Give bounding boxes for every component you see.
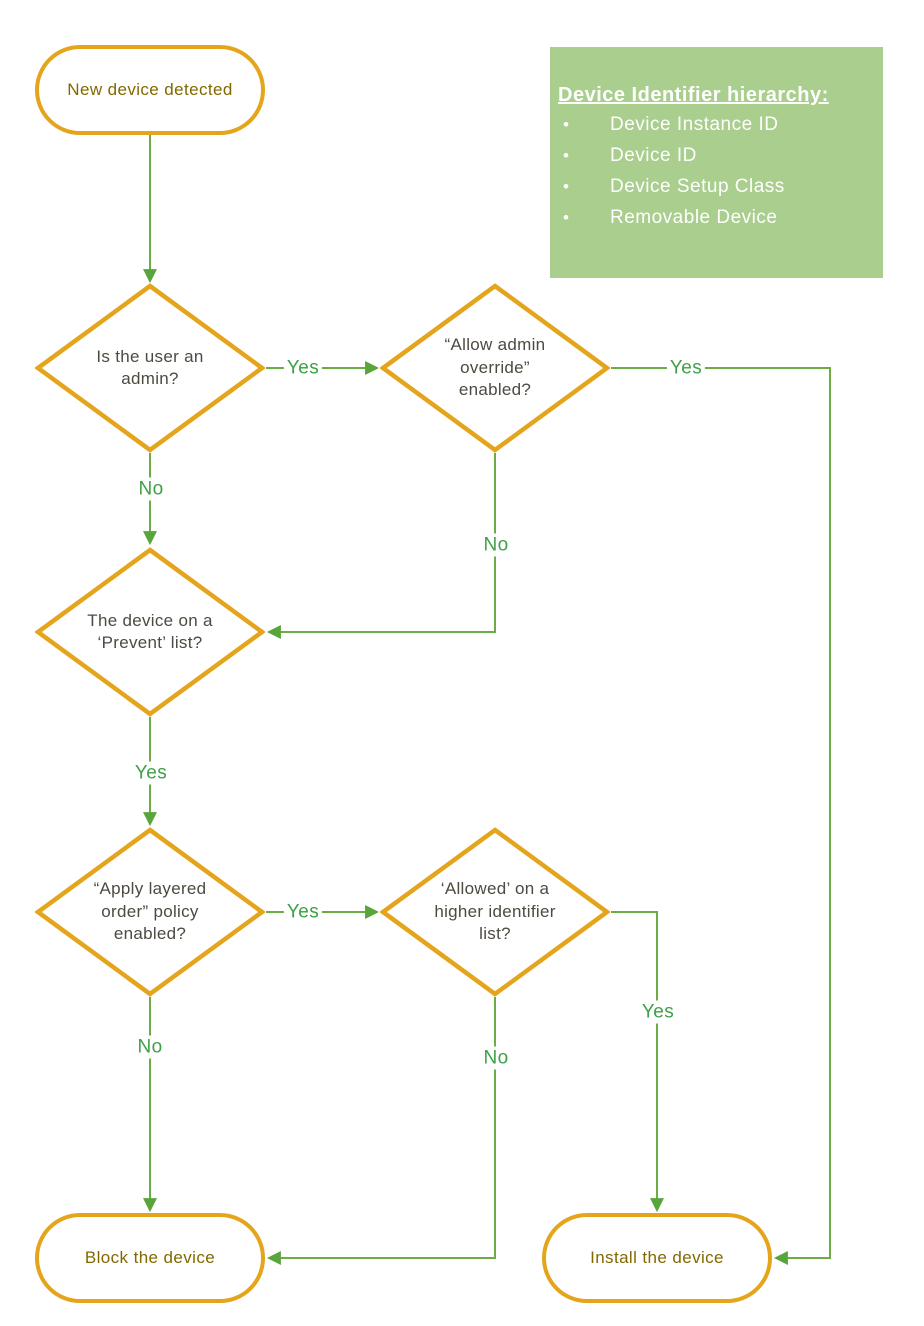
node-label: New device detected (67, 80, 233, 99)
legend-item-device-setup-class: • Device Setup Class (558, 176, 875, 207)
legend-item-label: Removable Device (610, 207, 778, 228)
edge-label-admin-yes: Yes (283, 356, 323, 380)
bullet-icon: • (563, 146, 570, 165)
legend-item-label: Device Instance ID (610, 114, 779, 135)
bullet-icon: • (563, 177, 570, 196)
edge-higher-no-to-block (266, 997, 496, 1265)
node-decision-is-user-admin: Is the user an admin? (35, 283, 265, 453)
edge-label-admin-no: No (135, 477, 167, 501)
edge-label-prevent-yes: Yes (131, 761, 171, 785)
node-label: The device on a ‘Prevent’ list? (87, 610, 213, 652)
diamond-shape (35, 547, 265, 717)
legend-item-label: Device Setup Class (610, 176, 785, 197)
diamond-shape (35, 283, 265, 453)
node-decision-higher-identifier-list: ‘Allowed’ on a higher identifier list? (380, 827, 610, 997)
edge-label-layered-no: No (134, 1035, 166, 1059)
edge-label-layered-yes: Yes (283, 900, 323, 924)
edge-label-override-no: No (480, 533, 512, 557)
node-label: “Allow admin override” enabled? (444, 335, 546, 400)
node-start-new-device-detected: New device detected (35, 45, 265, 135)
edge-label-higher-no: No (480, 1046, 512, 1070)
node-end-install-the-device: Install the device (542, 1213, 772, 1303)
bullet-icon: • (563, 208, 570, 227)
legend-item-label: Device ID (610, 145, 697, 166)
device-identifier-hierarchy-legend: Device Identifier hierarchy: • Device In… (550, 47, 883, 278)
node-end-block-the-device: Block the device (35, 1213, 265, 1303)
diamond-shape (35, 827, 265, 997)
node-decision-apply-layered-order: “Apply layered order” policy enabled? (35, 827, 265, 997)
legend-item-removable-device: • Removable Device (558, 207, 875, 238)
edge-higher-yes-to-install (611, 911, 664, 1213)
node-decision-allow-admin-override: “Allow admin override” enabled? (380, 283, 610, 453)
node-label: Is the user an admin? (96, 346, 204, 388)
node-label: Install the device (590, 1248, 724, 1267)
node-label: ‘Allowed’ on a higher identifier list? (434, 879, 556, 944)
edge-override-yes-to-install (611, 367, 831, 1265)
edge-override-no-to-prevent-check (266, 453, 496, 639)
diamond-shape (380, 827, 610, 997)
legend-item-device-id: • Device ID (558, 145, 875, 176)
legend-title: Device Identifier hierarchy: (558, 84, 829, 106)
node-label: Block the device (84, 1248, 216, 1267)
edge-label-override-yes: Yes (666, 356, 706, 380)
bullet-icon: • (563, 115, 570, 134)
edge-label-higher-yes: Yes (638, 1000, 678, 1024)
legend-item-device-instance-id: • Device Instance ID (558, 114, 875, 145)
node-decision-prevent-list: The device on a ‘Prevent’ list? (35, 547, 265, 717)
node-label: “Apply layered order” policy enabled? (93, 879, 207, 944)
diamond-shape (380, 283, 610, 453)
